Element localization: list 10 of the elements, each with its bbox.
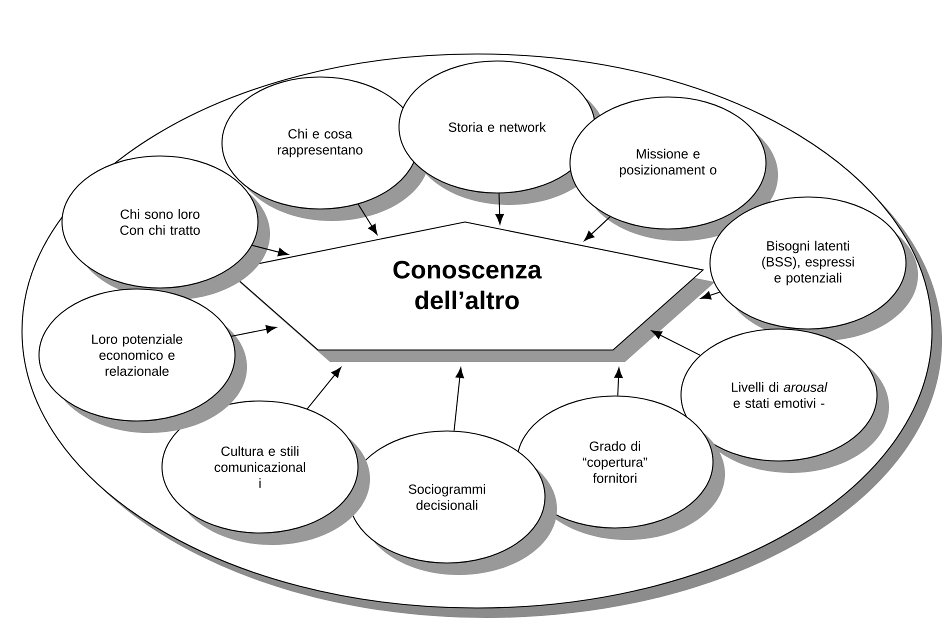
- arrow: [651, 330, 700, 356]
- arrow: [614, 368, 623, 396]
- arrow: [700, 291, 720, 300]
- arrow: [495, 194, 504, 224]
- arrow: [231, 325, 276, 337]
- arrow: [306, 367, 342, 409]
- arrow: [454, 368, 464, 431]
- arrow: [584, 216, 610, 242]
- arrow: [358, 204, 378, 235]
- arrow: [252, 244, 288, 256]
